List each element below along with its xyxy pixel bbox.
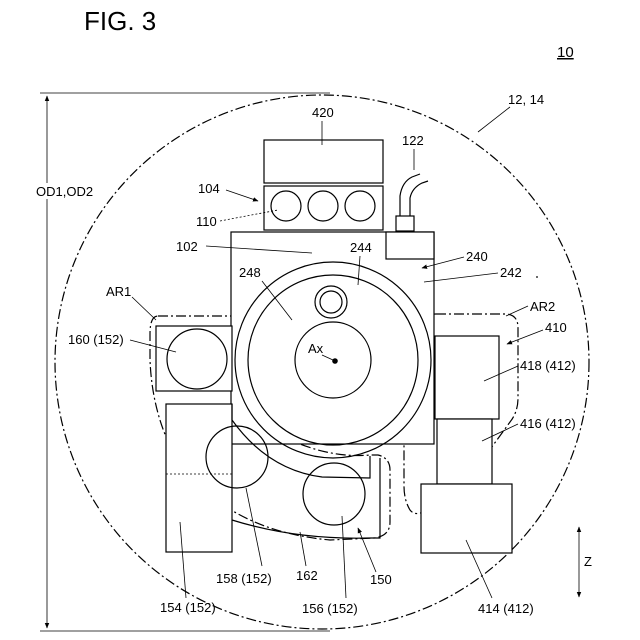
ref-416-label: 416 (412): [520, 416, 576, 431]
ref-154-label: 154 (152): [160, 600, 216, 615]
component-156: [303, 463, 365, 525]
body-label: 102: [176, 239, 198, 254]
ref-158-label: 158 (152): [216, 571, 272, 586]
ref-162-label: 162: [296, 568, 318, 583]
area1-label: AR1: [106, 284, 131, 299]
z-direction-label: Z: [584, 554, 592, 569]
component-414: [421, 484, 512, 553]
axis-label: Ax: [308, 341, 324, 356]
top-block-label: 420: [312, 105, 334, 120]
block-240: [386, 232, 434, 259]
area2-label: AR2: [530, 299, 555, 314]
connector-label: 122: [402, 133, 424, 148]
housing-label: 12, 14: [508, 92, 544, 107]
ref-414-label: 414 (412): [478, 601, 534, 616]
ref-248-label: 248: [239, 265, 261, 280]
ref-160-label: 160 (152): [68, 332, 124, 347]
component-418: [435, 336, 499, 419]
ref-242-label: 242: [500, 265, 522, 280]
ref-244-label: 244: [350, 240, 372, 255]
diameter-label: OD1,OD2: [36, 184, 93, 199]
cap-unit-label: 104: [198, 181, 220, 196]
component-154-box: [166, 404, 232, 552]
ref-418-label: 418 (412): [520, 358, 576, 373]
main-body: [231, 232, 434, 444]
figure-title: FIG. 3: [84, 6, 156, 36]
axis-center: [332, 358, 338, 364]
ref-150-label: 150: [370, 572, 392, 587]
ref-240-label: 240: [466, 249, 488, 264]
ref-410-label: 410: [545, 320, 567, 335]
cap-unit: [264, 186, 383, 230]
ref-156-label: 156 (152): [302, 601, 358, 616]
top-block: [264, 140, 383, 183]
component-416: [437, 419, 492, 484]
connector-plug: [396, 216, 414, 231]
cap-item-label: 110: [196, 214, 217, 229]
figure-number: 10: [557, 44, 574, 61]
